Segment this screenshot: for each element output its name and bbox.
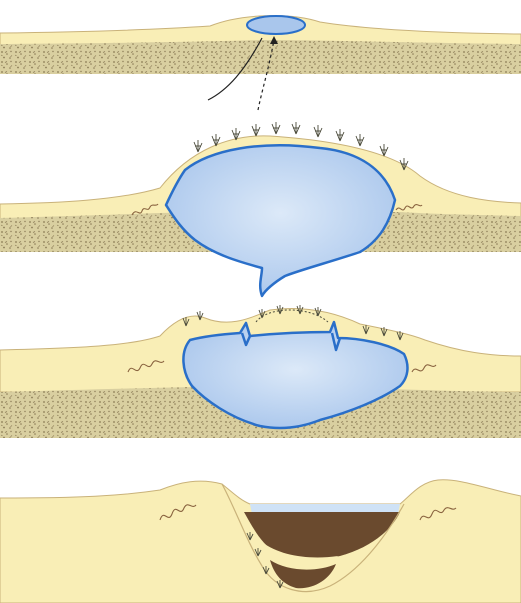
stage-3-white-band xyxy=(0,438,521,478)
stage-1-gravel-layer xyxy=(0,40,521,74)
ice-lens-small xyxy=(247,16,305,34)
stage-4-panel xyxy=(0,480,521,603)
stage-1-panel xyxy=(0,16,521,128)
stage-3-panel xyxy=(0,305,521,478)
stage-4-sediment xyxy=(0,480,521,603)
stage-1-white-band xyxy=(0,74,521,128)
stage-2-panel xyxy=(0,122,521,300)
